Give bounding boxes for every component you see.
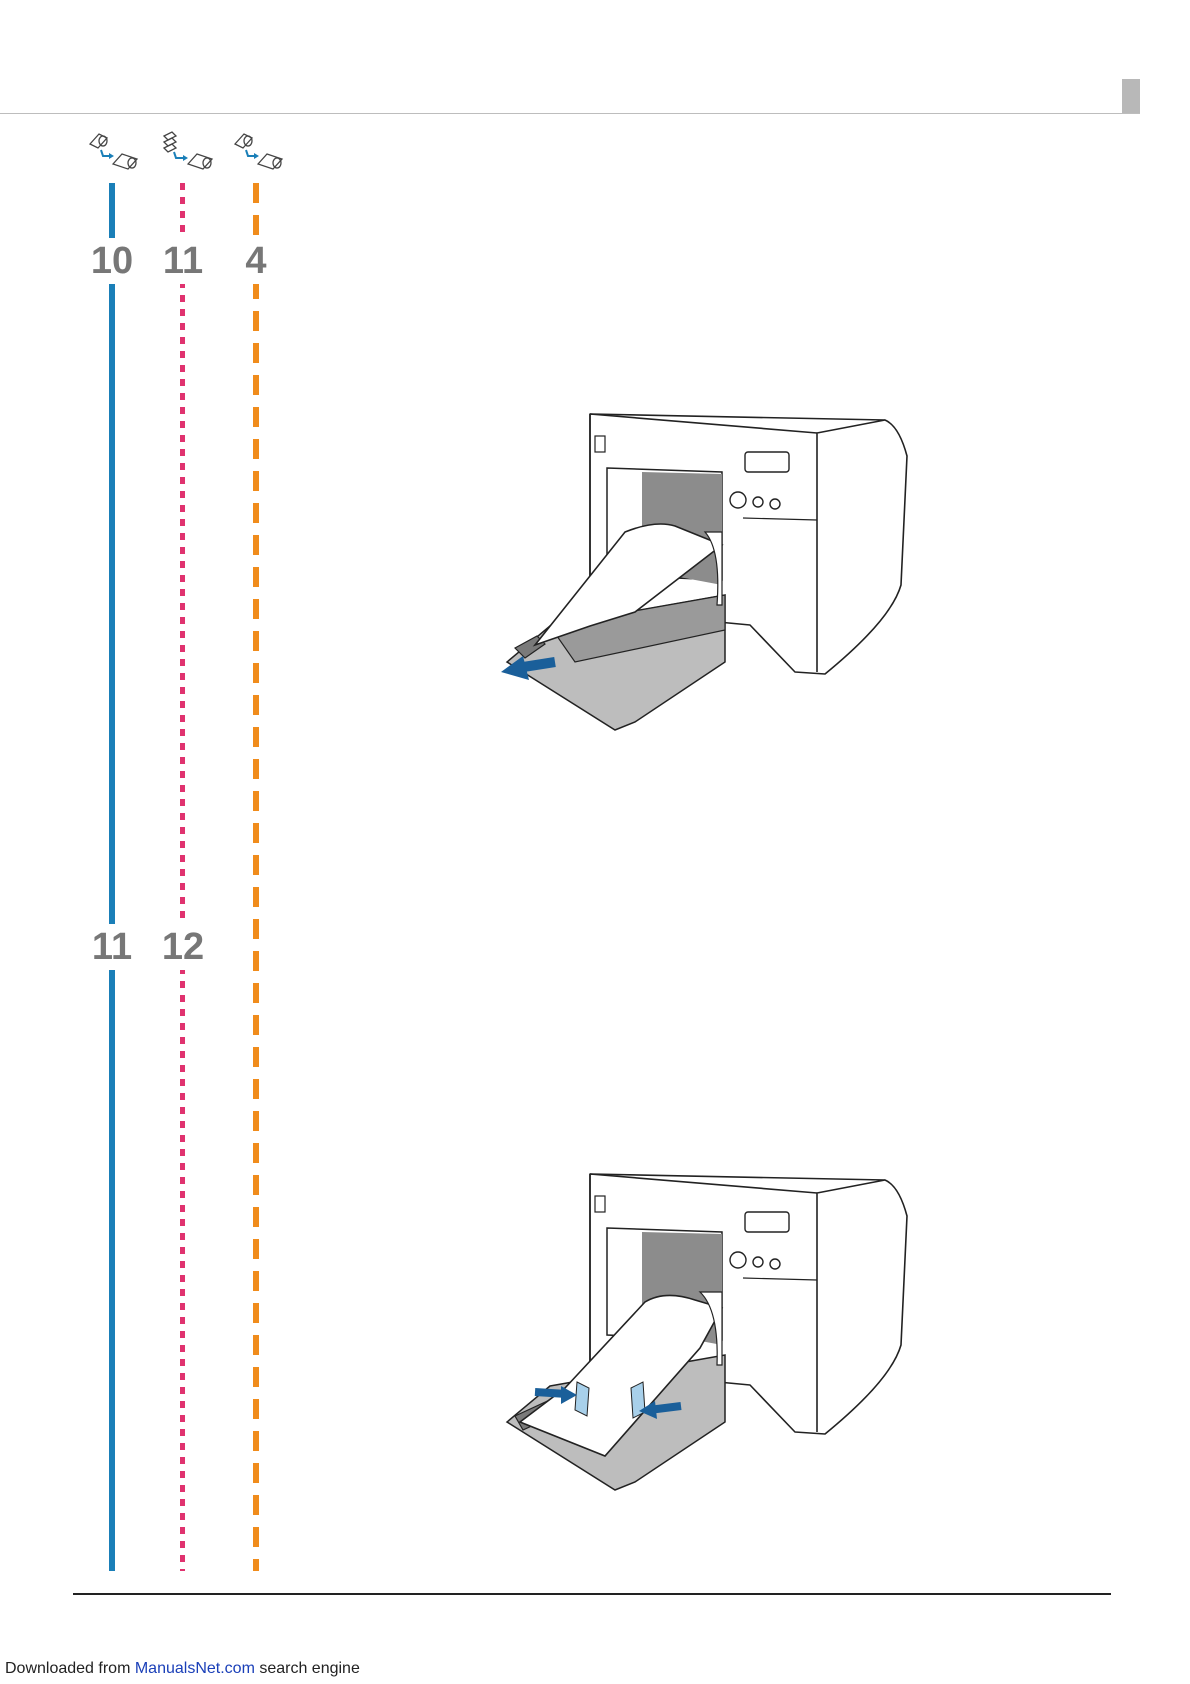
footer-suffix: search engine (255, 1660, 360, 1677)
step-number: 11 (85, 924, 139, 970)
header-rule (0, 113, 1140, 114)
chapter-tab (1122, 79, 1140, 113)
fanfold-to-roll-icon (158, 130, 218, 175)
roll-to-roll-icon (85, 130, 145, 175)
step-number: 12 (156, 924, 210, 970)
track-line-pink (180, 183, 185, 1571)
roll-to-roll-icon (230, 130, 290, 175)
printer-pull-paper-illustration (495, 400, 915, 740)
track-line-blue (109, 183, 115, 1571)
footer-link[interactable]: ManualsNet.com (135, 1660, 255, 1677)
footer-rule (73, 1593, 1111, 1595)
footer-prefix: Downloaded from (5, 1660, 135, 1677)
step-number: 4 (229, 238, 283, 284)
step-number: 10 (85, 238, 139, 284)
printer-paper-guide-illustration (495, 1160, 915, 1500)
track-line-orange (253, 183, 259, 1571)
step-number: 11 (156, 238, 210, 284)
download-footer: Downloaded from ManualsNet.com search en… (5, 1660, 360, 1678)
